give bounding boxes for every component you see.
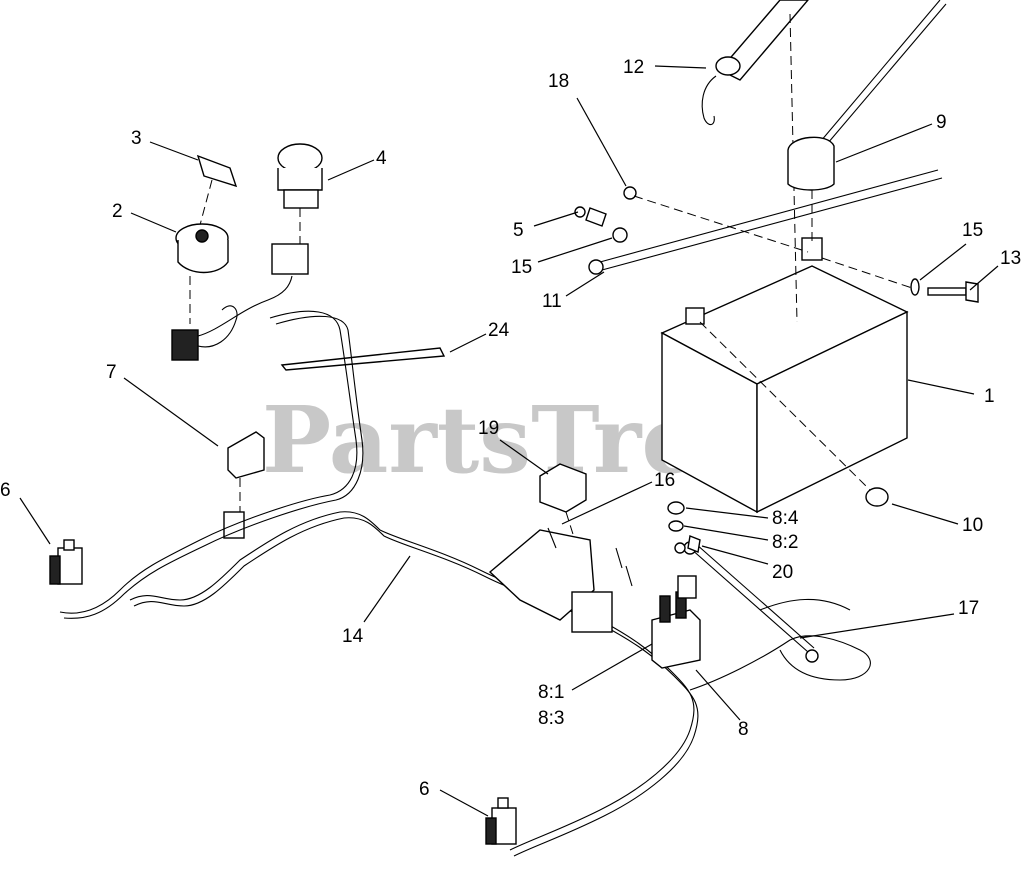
callout-labels: 12 18 9 3 4 2 5 15 11 15 13 24 1 7 19 16… [0, 57, 1021, 800]
starter-solenoid [651, 575, 701, 669]
battery-cable [588, 169, 943, 275]
positive-cable-boot [787, 0, 947, 244]
callout-15b: 15 [962, 220, 983, 241]
callout-24: 24 [488, 320, 510, 341]
callout-6b: 6 [419, 779, 430, 800]
callout-20: 20 [772, 562, 793, 583]
callout-8-4: 8:4 [772, 508, 799, 529]
ignition-switch [175, 223, 229, 324]
relay-bracket [488, 527, 633, 633]
callout-16: 16 [654, 470, 675, 491]
callout-6a: 6 [0, 480, 11, 501]
bottom-plunger-switch [485, 797, 517, 845]
push-button-switch [271, 143, 323, 275]
relay [539, 463, 591, 589]
callout-9: 9 [936, 112, 947, 133]
callout-12: 12 [623, 57, 644, 78]
battery [660, 237, 909, 514]
left-plunger-switch [49, 539, 83, 585]
callout-19: 19 [478, 418, 499, 439]
cable-tie [280, 347, 446, 371]
callout-5: 5 [513, 220, 524, 241]
callout-14: 14 [342, 626, 364, 647]
solenoid-hardware [667, 501, 701, 554]
seat-switch [223, 431, 265, 539]
terminal-cap [699, 321, 889, 507]
callout-1: 1 [984, 386, 995, 407]
callout-4: 4 [376, 148, 387, 169]
battery-strap [701, 0, 809, 323]
ground-strap [683, 541, 819, 663]
callout-11: 11 [542, 291, 562, 312]
hardware-fasteners [574, 186, 979, 303]
leader-lines [19, 65, 999, 817]
callout-10: 10 [962, 515, 983, 536]
callout-8-3: 8:3 [538, 708, 564, 729]
callout-7: 7 [106, 362, 117, 383]
callout-8-1: 8:1 [538, 682, 564, 703]
callout-18: 18 [548, 71, 569, 92]
callout-17: 17 [958, 598, 979, 619]
switch-connector [171, 275, 293, 361]
callout-2: 2 [112, 201, 123, 222]
ignition-key [196, 154, 238, 226]
callout-15a: 15 [511, 257, 532, 278]
callout-8: 8 [738, 719, 749, 740]
callout-3: 3 [131, 128, 142, 149]
callout-13: 13 [1000, 248, 1021, 269]
callout-8-2: 8:2 [772, 532, 798, 553]
